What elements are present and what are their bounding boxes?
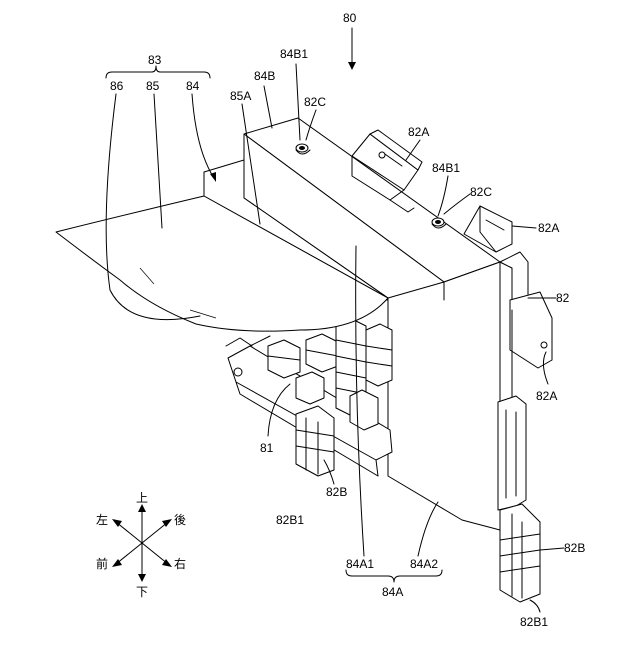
compass-down: 下: [136, 585, 148, 599]
compass-front: 前: [96, 556, 108, 571]
label-80: 80: [343, 11, 357, 25]
label-84A: 84A: [382, 585, 403, 599]
right-brackets: [498, 252, 552, 510]
compass-right: 右: [174, 556, 186, 571]
label-84B: 84B: [254, 69, 275, 83]
label-82C-top: 82C: [304, 95, 326, 109]
label-82B1-bottom: 82B1: [520, 615, 548, 629]
label-84A1: 84A1: [346, 557, 374, 571]
compass-rear: 後: [174, 513, 186, 527]
label-82A-right: 82A: [538, 221, 559, 235]
label-82B-right: 82B: [564, 541, 585, 555]
compass-left: 左: [96, 512, 108, 527]
label-84B1-mid: 84B1: [432, 161, 460, 175]
label-86: 86: [110, 79, 124, 93]
label-83: 83: [148, 53, 162, 67]
label-84: 84: [186, 79, 200, 93]
bracket-82B-left: [296, 406, 334, 476]
bracket-82B-right: [500, 504, 540, 602]
label-85: 85: [146, 79, 160, 93]
label-85A: 85A: [230, 89, 251, 103]
label-82A-low: 82A: [536, 389, 557, 403]
label-82A-top: 82A: [408, 125, 429, 139]
label-84A2: 84A2: [410, 557, 438, 571]
label-82: 82: [556, 291, 570, 305]
label-81: 81: [260, 441, 274, 455]
label-82B1-left: 82B1: [276, 513, 304, 527]
label-84B1-top: 84B1: [280, 47, 308, 61]
label-82B-left: 82B: [326, 485, 347, 499]
compass-up: 上: [136, 491, 148, 505]
label-82C-mid: 82C: [470, 185, 492, 199]
direction-compass: [112, 504, 172, 582]
